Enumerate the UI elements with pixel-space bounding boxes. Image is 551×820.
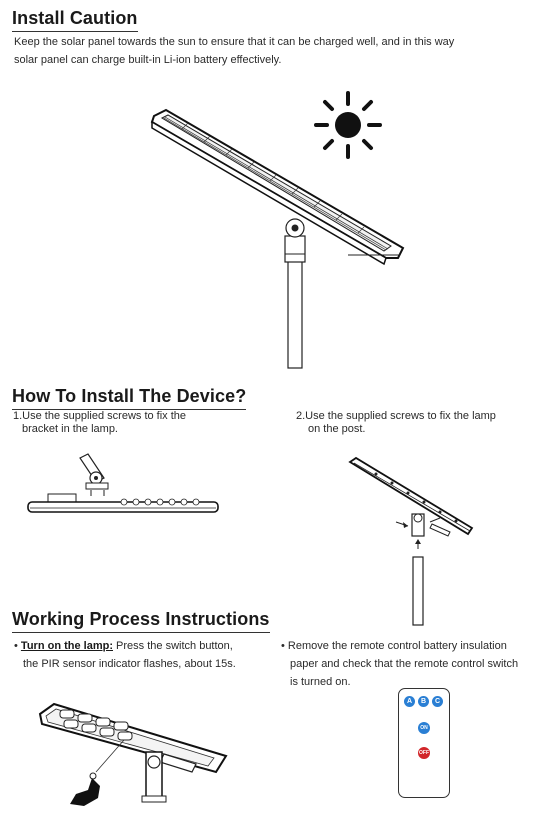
remote-button-a[interactable]: A — [404, 696, 415, 707]
install-step-2: 2.Use the supplied screws to fix the lam… — [296, 410, 496, 436]
section-title-install-caution: Install Caution — [12, 8, 138, 32]
install-caution-text: Keep the solar panel towards the sun to … — [14, 33, 454, 69]
install-caution-line-2: solar panel can charge built-in Li-ion b… — [14, 54, 282, 66]
install-step-1: 1.Use the supplied screws to fix the bra… — [13, 410, 186, 436]
remote-button-b[interactable]: B — [418, 696, 429, 707]
bullet-remote-battery-line-2: paper and check that the remote control … — [290, 658, 519, 670]
remote-control: A B C ON OFF — [398, 688, 450, 798]
remote-battery-text-1: Remove the remote control battery insula… — [287, 640, 507, 652]
bullet-remote-battery-line-3: is turned on. — [290, 676, 351, 688]
bullet-dot: • — [281, 640, 288, 652]
bullet-turn-on-lamp: • Turn on the lamp: Press the switch but… — [14, 637, 236, 673]
solar-lamp-on-pole-illustration — [150, 108, 405, 369]
lamp-to-post-illustration — [348, 456, 474, 626]
remote-button-on[interactable]: ON — [418, 722, 430, 734]
turn-on-lamp-label: Turn on the lamp: — [20, 640, 113, 652]
bullet-dot: • — [14, 640, 21, 652]
install-caution-line-1: Keep the solar panel towards the sun to … — [14, 36, 455, 48]
bullet-turn-on-lamp-line-2: the PIR sensor indicator flashes, about … — [23, 658, 236, 670]
sun-icon — [314, 91, 382, 159]
remote-button-off[interactable]: OFF — [418, 747, 430, 759]
section-title-working-process: Working Process Instructions — [12, 609, 270, 633]
bullet-turn-on-lamp-line-1: • Turn on the lamp: Press the switch but… — [14, 637, 236, 655]
install-step-2-line-2: on the post. — [308, 423, 366, 435]
arrow-up-icon — [415, 539, 421, 549]
remote-button-c[interactable]: C — [432, 696, 443, 707]
lamp-switch-illustration — [38, 702, 228, 806]
section-title-how-to-install: How To Install The Device? — [12, 386, 247, 410]
install-step-1-line-1: 1.Use the supplied screws to fix the — [13, 410, 187, 422]
install-step-2-line-1: 2.Use the supplied screws to fix the lam… — [296, 410, 496, 422]
bullet-remote-battery: • Remove the remote control battery insu… — [281, 637, 518, 691]
install-step-1-line-2: bracket in the lamp. — [22, 423, 118, 435]
turn-on-lamp-text: Press the switch button, — [113, 640, 233, 652]
hand-pointer-icon — [70, 772, 100, 806]
bullet-remote-battery-line-1: • Remove the remote control battery insu… — [281, 637, 518, 655]
bracket-fix-illustration — [27, 453, 219, 513]
